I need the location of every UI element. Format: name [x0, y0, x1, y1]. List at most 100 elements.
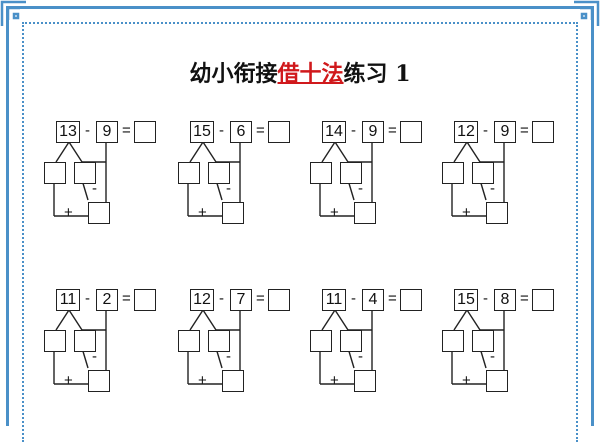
title-prefix: 幼小衔接	[189, 61, 278, 87]
split-right-box[interactable]	[74, 162, 96, 184]
split-left-box[interactable]	[178, 162, 200, 184]
difference-box[interactable]	[486, 370, 508, 392]
connector-line	[202, 309, 217, 331]
page-title: 幼小衔接借十法练习 1	[0, 56, 600, 88]
difference-box[interactable]	[354, 202, 376, 224]
connector-line	[466, 141, 481, 163]
split-left-box[interactable]	[310, 330, 332, 352]
answer-box[interactable]	[400, 289, 422, 311]
minus-sign: -	[490, 348, 495, 365]
answer-box[interactable]	[268, 121, 290, 143]
split-left-box[interactable]	[178, 330, 200, 352]
minus-sign: -	[351, 122, 356, 139]
split-right-box[interactable]	[340, 330, 362, 352]
minus-sign: -	[85, 290, 90, 307]
subtrahend-box: 8	[494, 289, 516, 311]
connector-line	[334, 141, 349, 163]
subtrahend-box: 9	[362, 121, 384, 143]
split-right-box[interactable]	[208, 162, 230, 184]
minuend-box: 11	[322, 289, 346, 311]
connector-line	[453, 309, 468, 331]
answer-box[interactable]	[134, 289, 156, 311]
difference-box[interactable]	[354, 370, 376, 392]
minus-sign: -	[483, 290, 488, 307]
subtraction-problem: 11-4=-+	[310, 286, 452, 406]
title-suffix: 练习 1	[343, 61, 411, 87]
inner-dotted-border	[22, 22, 578, 442]
subtraction-problem: 15-6=-+	[178, 118, 320, 238]
subtraction-problem: 12-9=-+	[442, 118, 584, 238]
minuend-box: 11	[56, 289, 80, 311]
split-left-box[interactable]	[44, 330, 66, 352]
split-left-box[interactable]	[310, 162, 332, 184]
connector-line	[202, 141, 217, 163]
plus-sign: +	[198, 372, 207, 389]
split-left-box[interactable]	[44, 162, 66, 184]
equals-sign: =	[520, 290, 529, 307]
subtraction-problem: 14-9=-+	[310, 118, 452, 238]
split-right-box[interactable]	[472, 330, 494, 352]
answer-box[interactable]	[532, 289, 554, 311]
minuend-box: 15	[454, 289, 478, 311]
difference-box[interactable]	[486, 202, 508, 224]
minus-sign: -	[483, 122, 488, 139]
connector-line	[466, 309, 481, 331]
split-right-box[interactable]	[472, 162, 494, 184]
minuend-box: 13	[56, 121, 80, 143]
subtrahend-box: 6	[230, 121, 252, 143]
connector-line	[321, 141, 336, 163]
answer-box[interactable]	[268, 289, 290, 311]
plus-sign: +	[64, 372, 73, 389]
connector-line	[453, 141, 468, 163]
corner-ornament-icon	[0, 0, 26, 26]
subtraction-problem: 11-2=-+	[44, 286, 186, 406]
split-right-box[interactable]	[208, 330, 230, 352]
plus-sign: +	[462, 372, 471, 389]
split-right-box[interactable]	[340, 162, 362, 184]
connector-line	[55, 309, 70, 331]
subtraction-problem: 12-7=-+	[178, 286, 320, 406]
minus-sign: -	[226, 348, 231, 365]
plus-sign: +	[198, 204, 207, 221]
minus-sign: -	[92, 180, 97, 197]
subtrahend-box: 2	[96, 289, 118, 311]
minuend-box: 12	[454, 121, 478, 143]
equals-sign: =	[122, 290, 131, 307]
difference-box[interactable]	[88, 202, 110, 224]
split-left-box[interactable]	[442, 330, 464, 352]
equals-sign: =	[122, 122, 131, 139]
equals-sign: =	[256, 122, 265, 139]
difference-box[interactable]	[222, 370, 244, 392]
answer-box[interactable]	[400, 121, 422, 143]
decomposition-lines	[451, 309, 505, 385]
split-right-box[interactable]	[74, 330, 96, 352]
answer-box[interactable]	[134, 121, 156, 143]
equals-sign: =	[256, 290, 265, 307]
minus-sign: -	[358, 348, 363, 365]
subtrahend-box: 9	[494, 121, 516, 143]
corner-ornament-icon	[574, 0, 600, 26]
minus-sign: -	[92, 348, 97, 365]
minus-sign: -	[490, 180, 495, 197]
split-left-box[interactable]	[442, 162, 464, 184]
equals-sign: =	[520, 122, 529, 139]
plus-sign: +	[462, 204, 471, 221]
minuend-box: 14	[322, 121, 346, 143]
subtrahend-box: 4	[362, 289, 384, 311]
answer-box[interactable]	[532, 121, 554, 143]
minuend-box: 15	[190, 121, 214, 143]
connector-line	[189, 141, 204, 163]
subtraction-problem: 13-9=-+	[44, 118, 186, 238]
minus-sign: -	[219, 122, 224, 139]
connector-line	[68, 309, 83, 331]
difference-box[interactable]	[88, 370, 110, 392]
connector-line	[68, 141, 83, 163]
subtrahend-box: 7	[230, 289, 252, 311]
minus-sign: -	[351, 290, 356, 307]
difference-box[interactable]	[222, 202, 244, 224]
connector-line	[321, 309, 336, 331]
plus-sign: +	[330, 372, 339, 389]
minus-sign: -	[85, 122, 90, 139]
outer-border	[6, 6, 594, 426]
